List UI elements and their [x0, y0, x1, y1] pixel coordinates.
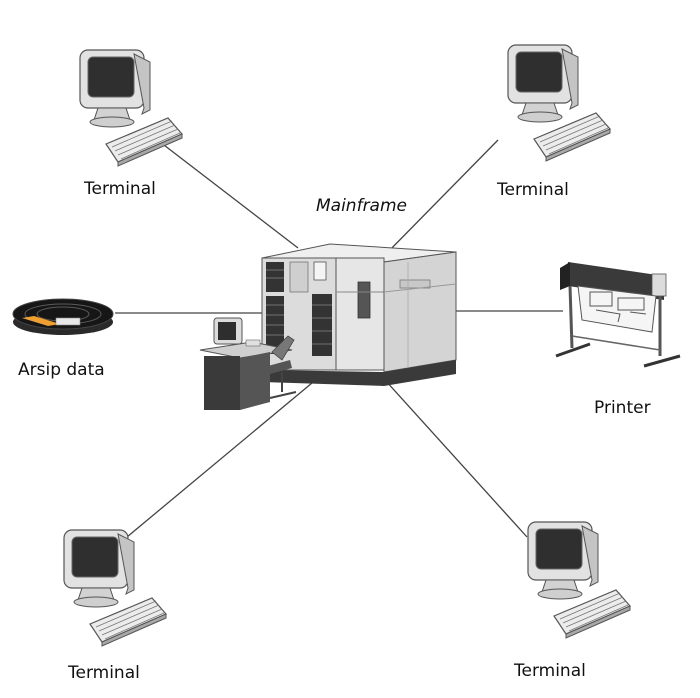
terminal-top-right-label: Terminal [497, 180, 569, 200]
terminal-bottom-right-label: Terminal [514, 661, 586, 681]
terminal-bottom-right-icon [527, 521, 631, 639]
mainframe-icon [261, 243, 457, 386]
mainframe-label: Mainframe [316, 196, 407, 216]
terminal-bottom-left-icon [63, 529, 167, 647]
printer-icon [555, 262, 681, 368]
connection-lines [115, 139, 563, 538]
link-terminal-bottom-right [384, 379, 528, 538]
terminal-top-left-label: Terminal [84, 179, 156, 199]
link-terminal-bottom-left [126, 377, 319, 538]
link-terminal-top-left [159, 141, 299, 249]
printer-label: Printer [594, 398, 651, 418]
archive-label: Arsip data [18, 360, 105, 380]
link-terminal-top-right [384, 139, 499, 256]
terminal-bottom-left-label: Terminal [68, 663, 140, 683]
tape-reel-icon [12, 298, 114, 335]
terminal-top-right-icon [507, 44, 611, 162]
operator-desk-icon [199, 317, 297, 410]
terminal-top-left-icon [79, 49, 183, 167]
